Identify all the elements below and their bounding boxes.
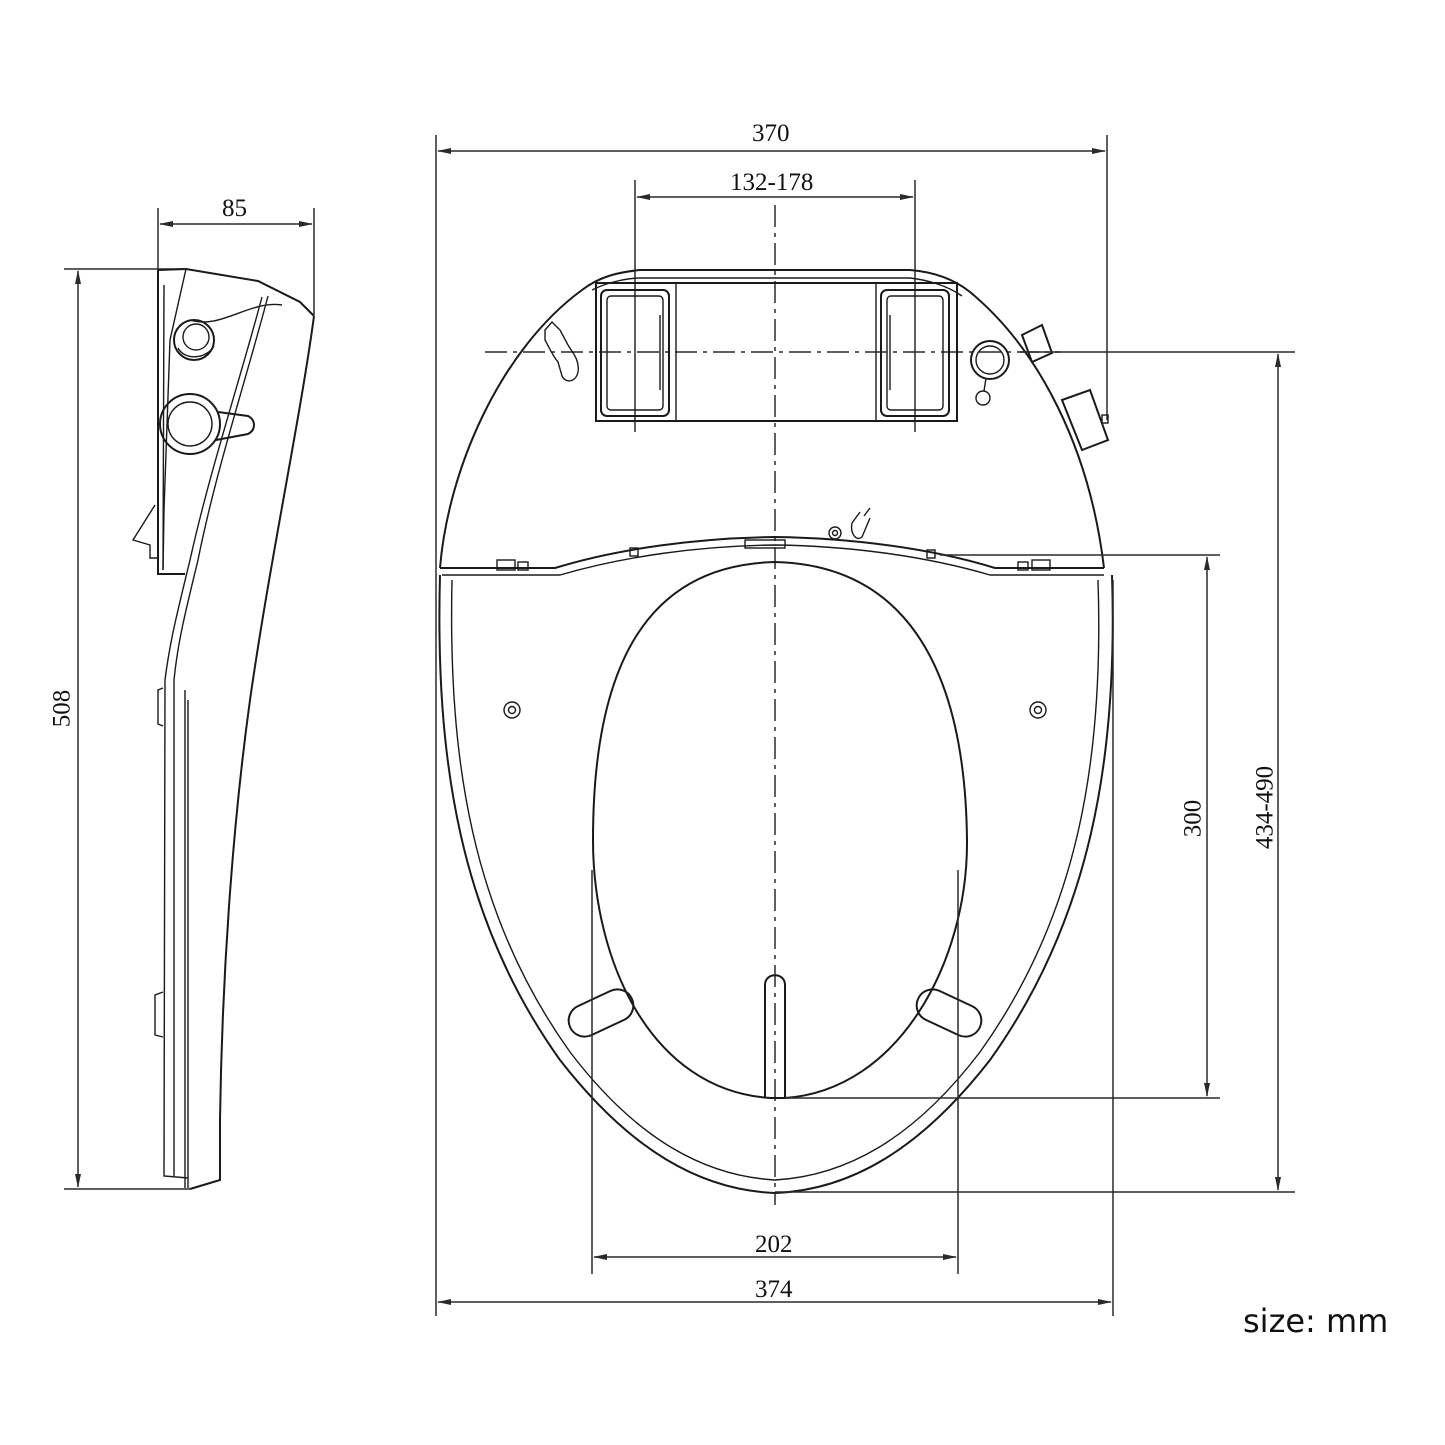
label-hinge-spacing: 132-178 bbox=[730, 169, 814, 196]
left-fitting bbox=[544, 320, 580, 382]
mounting-slot-left bbox=[567, 988, 635, 1038]
dimension-508 bbox=[64, 268, 190, 1190]
units-note: size: mm bbox=[1243, 1302, 1389, 1340]
mount-screw-left bbox=[503, 701, 521, 719]
mount-screw-right bbox=[1029, 701, 1047, 719]
side-profile bbox=[131, 267, 315, 1190]
top-view bbox=[435, 135, 1295, 1316]
dimension-85 bbox=[157, 208, 315, 315]
right-fitting bbox=[970, 340, 1010, 406]
mounting-slot-right bbox=[915, 988, 983, 1038]
led-icon bbox=[850, 507, 871, 540]
label-opening-width: 202 bbox=[755, 1231, 793, 1258]
label-hinge-to-front: 434-490 bbox=[1251, 765, 1279, 850]
lid-seam bbox=[440, 535, 1104, 569]
water-inlet bbox=[1020, 323, 1110, 452]
dimension-374 bbox=[435, 575, 1114, 1316]
upper-shell-outline bbox=[439, 269, 1105, 569]
label-overall-width-bottom: 374 bbox=[755, 1276, 793, 1303]
dimension-370 bbox=[435, 135, 1108, 575]
dimension-hinge-spacing bbox=[634, 180, 916, 432]
nozzle-slot bbox=[764, 974, 786, 1097]
seat-outline bbox=[438, 574, 1114, 1195]
hinge-block bbox=[595, 282, 958, 422]
dimension-202 bbox=[591, 870, 959, 1274]
seat-opening bbox=[591, 560, 969, 1099]
side-view bbox=[64, 208, 315, 1190]
label-overall-width-top: 370 bbox=[752, 120, 790, 147]
label-mount-to-opening-front: 300 bbox=[1179, 799, 1207, 838]
sensor-icon bbox=[828, 526, 842, 540]
label-side-length: 508 bbox=[48, 689, 76, 728]
label-side-depth: 85 bbox=[222, 195, 247, 222]
